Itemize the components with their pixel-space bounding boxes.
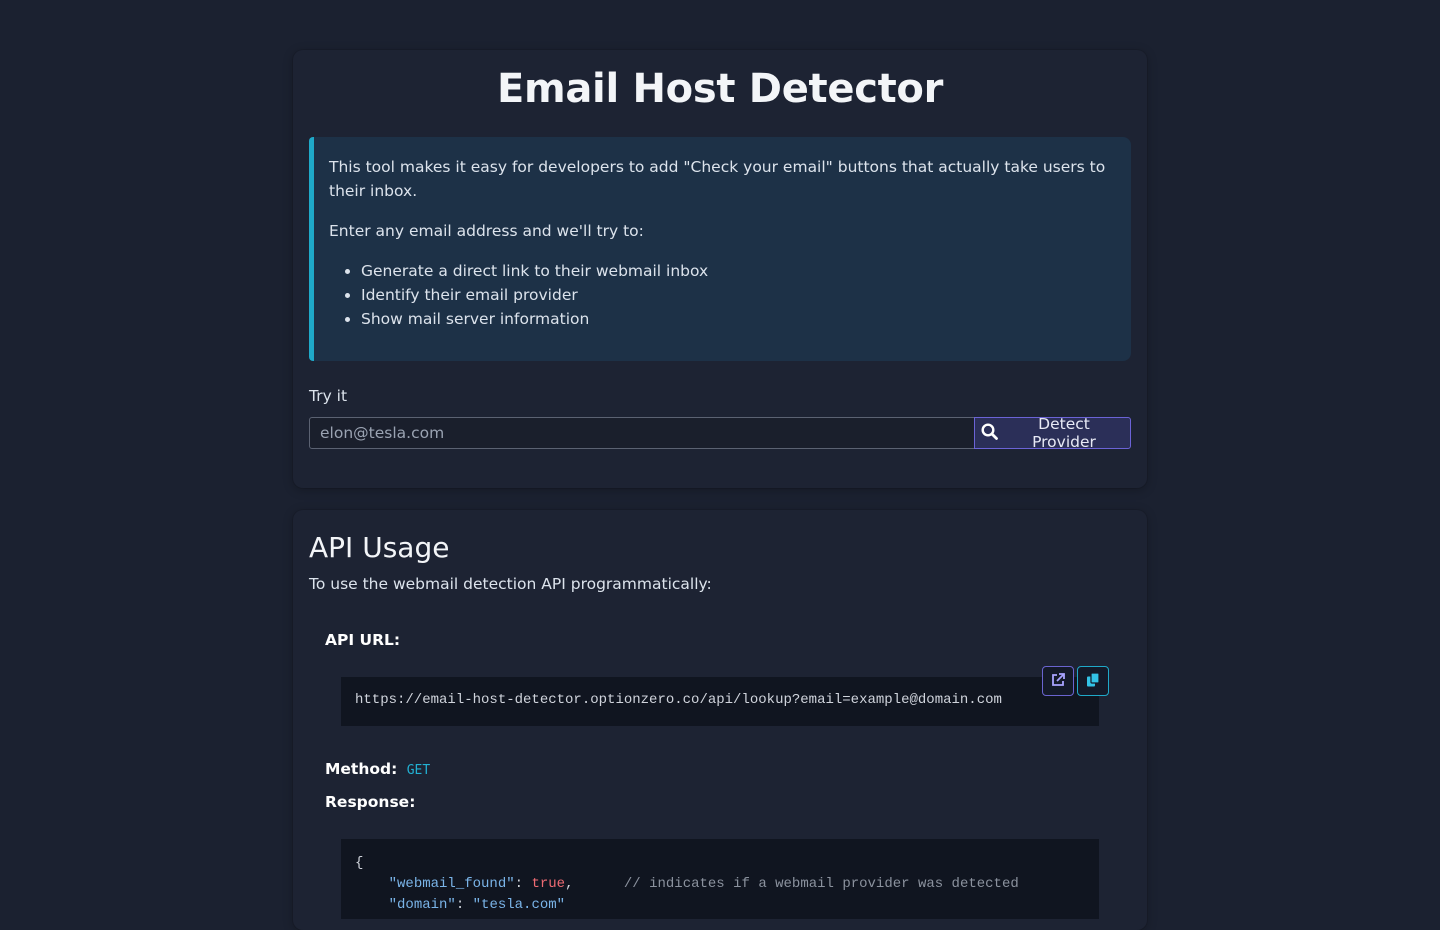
code-sep: : xyxy=(455,897,473,913)
feature-list-item: Identify their email provider xyxy=(361,283,1111,307)
code-comment: // indicates if a webmail provider was d… xyxy=(623,876,1019,892)
method-row: Method: GET xyxy=(325,760,430,778)
intro-paragraph-1: This tool makes it easy for developers t… xyxy=(329,158,1106,200)
try-it-label: Try it xyxy=(309,387,348,405)
code-value: "tesla.com" xyxy=(472,897,566,913)
search-icon xyxy=(981,422,998,444)
detect-provider-button[interactable]: Detect Provider xyxy=(974,415,1131,451)
intro-paragraph-2: Enter any email address and we'll try to… xyxy=(329,222,644,240)
method-label: Method: xyxy=(325,760,398,778)
email-input[interactable] xyxy=(309,417,975,449)
feature-list-item: Show mail server information xyxy=(361,307,1111,331)
page-title: Email Host Detector xyxy=(496,66,944,112)
open-url-button[interactable] xyxy=(1042,666,1074,696)
code-comma: , xyxy=(565,876,574,892)
response-code: { "webmail_found": true, // indicates if… xyxy=(341,839,1099,919)
intro-callout: This tool makes it easy for developers t… xyxy=(309,137,1131,361)
method-value: GET xyxy=(406,763,431,778)
feature-list: Generate a direct link to their webmail … xyxy=(329,259,1111,331)
code-open-brace: { xyxy=(355,855,364,871)
copy-icon xyxy=(1085,671,1101,691)
code-key: "domain" xyxy=(388,897,456,913)
api-url-label: API URL: xyxy=(325,631,401,649)
detect-provider-label: Detect Provider xyxy=(1032,415,1096,451)
feature-list-item: Generate a direct link to their webmail … xyxy=(361,259,1111,283)
api-description: To use the webmail detection API program… xyxy=(309,575,712,593)
api-url-code: https://email-host-detector.optionzero.c… xyxy=(341,677,1099,726)
code-key: "webmail_found" xyxy=(388,876,515,892)
api-usage-heading: API Usage xyxy=(309,531,450,564)
response-label: Response: xyxy=(325,793,416,811)
external-link-icon xyxy=(1050,672,1066,691)
api-url-text: https://email-host-detector.optionzero.c… xyxy=(355,692,1002,708)
code-sep: : xyxy=(514,876,532,892)
copy-url-button[interactable] xyxy=(1077,666,1109,696)
code-value: true xyxy=(531,876,566,892)
